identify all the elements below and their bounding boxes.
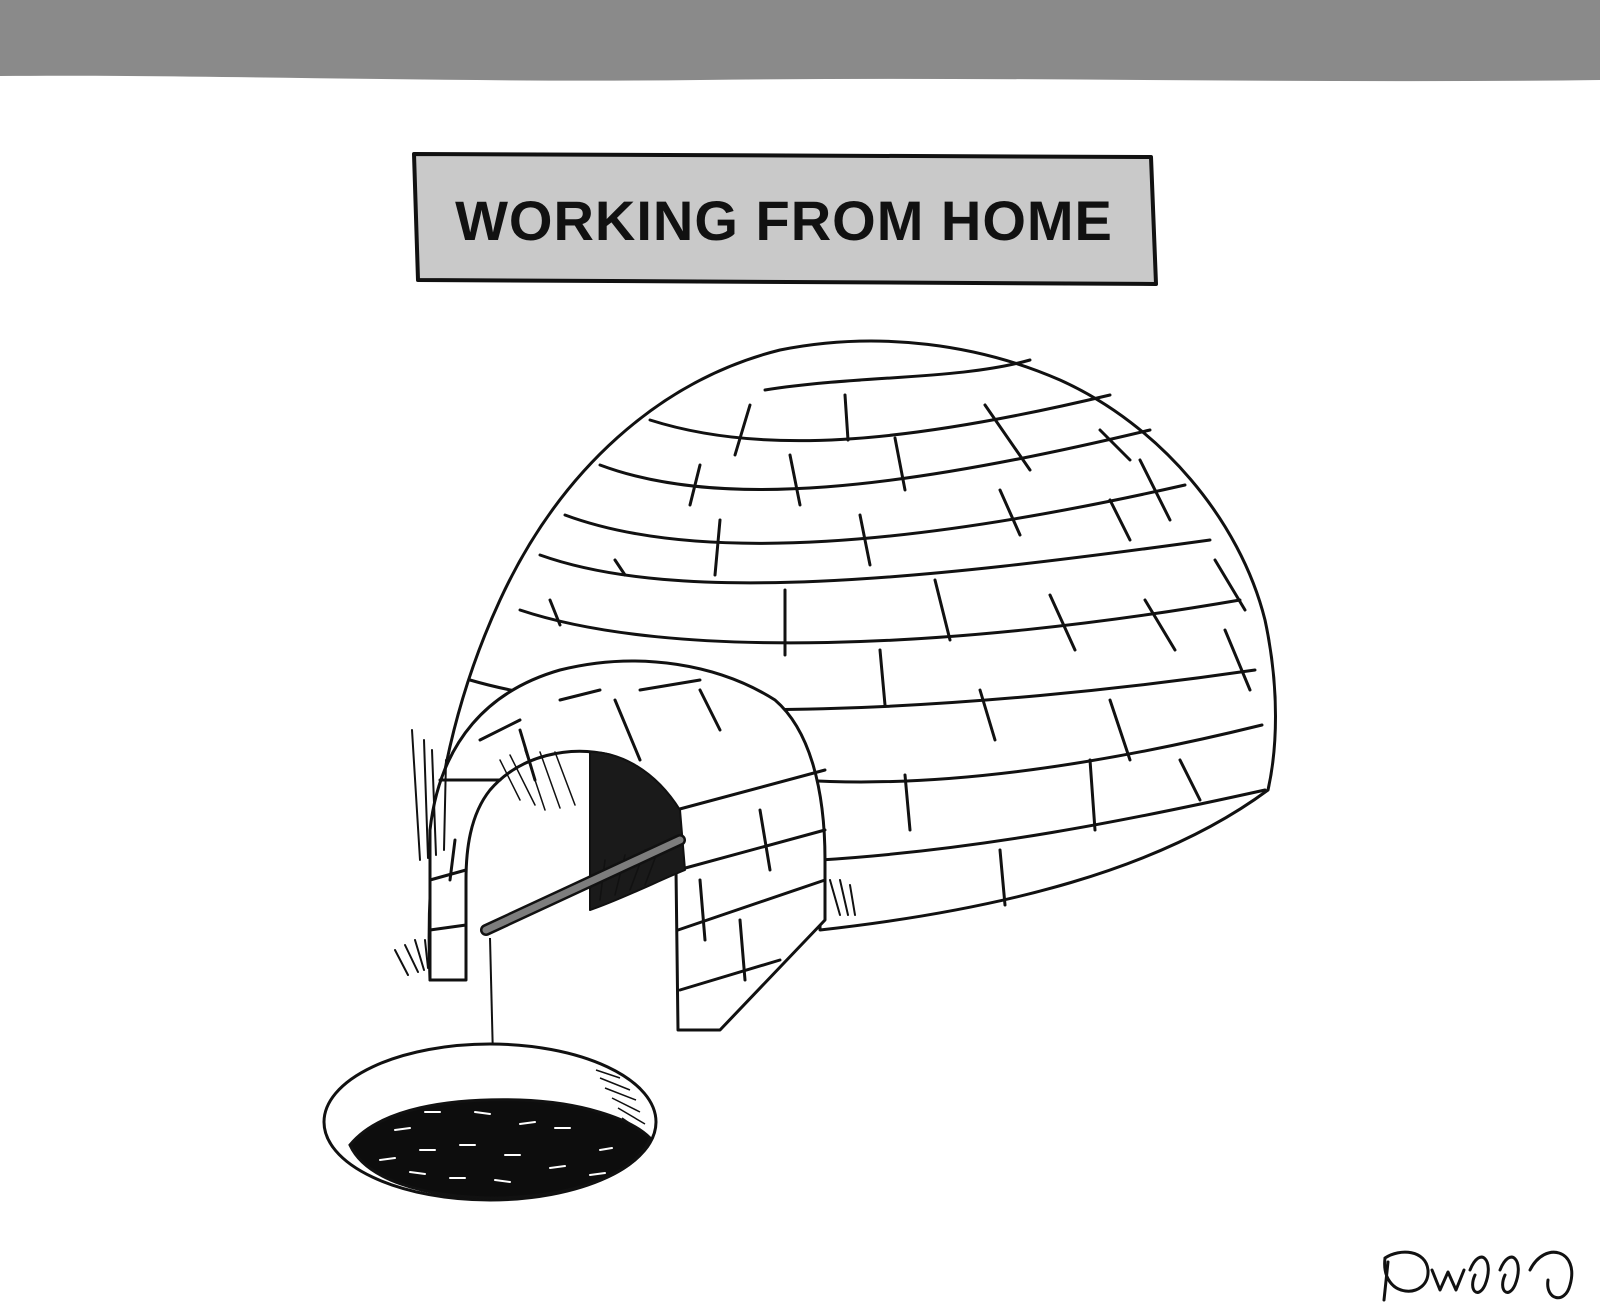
ice-hole bbox=[322, 1042, 658, 1202]
igloo-entrance-courses bbox=[428, 678, 827, 992]
igloo-entrance-joints bbox=[448, 688, 772, 982]
igloo-course-2 bbox=[648, 393, 1112, 443]
top-band bbox=[0, 0, 1600, 82]
sign-board bbox=[412, 152, 1158, 286]
rod-shaft-fill bbox=[482, 836, 684, 934]
igloo-course-9 bbox=[818, 788, 1267, 862]
grass-tuft-left bbox=[394, 729, 447, 976]
ice-hole-hatch bbox=[595, 1069, 649, 1137]
igloo-course-4 bbox=[563, 483, 1187, 545]
sign-label: WORKING FROM HOME bbox=[455, 189, 1113, 252]
igloo-dome-outline bbox=[427, 339, 1277, 982]
igloo-course-1 bbox=[763, 358, 1032, 392]
igloo bbox=[394, 339, 1277, 1032]
igloo-joints bbox=[548, 393, 1252, 907]
igloo-course-6 bbox=[518, 598, 1242, 645]
artist-signature bbox=[1382, 1250, 1574, 1302]
grass-tuft-right bbox=[829, 879, 856, 916]
igloo-course-8 bbox=[798, 723, 1264, 784]
sign: WORKING FROM HOME bbox=[412, 152, 1158, 286]
igloo-course-3 bbox=[598, 428, 1152, 492]
ice-hole-water-ripples bbox=[379, 1111, 613, 1183]
igloo-course-5 bbox=[538, 538, 1212, 585]
